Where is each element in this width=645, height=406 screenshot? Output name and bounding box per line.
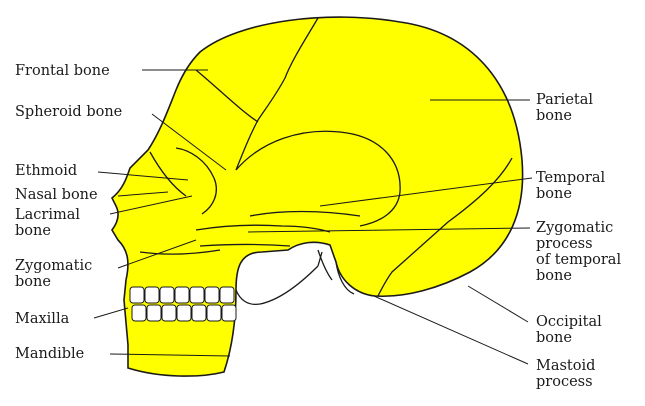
upper-tooth-4	[175, 287, 189, 303]
label-lacrimal-bone: Lacrimal bone	[15, 207, 80, 239]
label-zygomatic-bone-line-1: Zygomatic	[15, 258, 92, 274]
upper-tooth-3	[160, 287, 174, 303]
upper-tooth-7	[220, 287, 234, 303]
label-mandible: Mandible	[15, 346, 84, 362]
label-zygomatic-process-line-1: Zygomatic	[536, 220, 621, 236]
label-sphenoid-bone: Spheroid bone	[15, 104, 122, 120]
lower-tooth-5	[192, 305, 206, 321]
label-occipital-bone-line-2: bone	[536, 330, 602, 346]
upper-tooth-1	[130, 287, 144, 303]
label-maxilla: Maxilla	[15, 311, 69, 327]
label-mandible-line-1: Mandible	[15, 346, 84, 362]
label-mastoid-process: Mastoid process	[536, 358, 595, 390]
label-occipital-bone: Occipital bone	[536, 314, 602, 346]
label-zygomatic-process: Zygomatic process of temporal bone	[536, 220, 621, 284]
upper-teeth	[130, 287, 234, 303]
label-parietal-bone-line-1: Parietal	[536, 92, 593, 108]
label-temporal-bone-line-1: Temporal	[536, 170, 605, 186]
label-frontal-bone: Frontal bone	[15, 63, 110, 79]
label-nasal-bone-line-1: Nasal bone	[15, 187, 98, 203]
skull-silhouette	[112, 17, 523, 376]
leader-mastoid	[374, 296, 528, 364]
label-maxilla-line-1: Maxilla	[15, 311, 69, 327]
lower-tooth-7	[222, 305, 236, 321]
label-mastoid-process-line-1: Mastoid	[536, 358, 595, 374]
upper-tooth-6	[205, 287, 219, 303]
label-temporal-bone-line-2: bone	[536, 186, 605, 202]
label-parietal-bone-line-2: bone	[536, 108, 593, 124]
styloid-process	[318, 250, 332, 280]
lower-teeth	[132, 305, 236, 321]
lower-tooth-2	[147, 305, 161, 321]
label-nasal-bone: Nasal bone	[15, 187, 98, 203]
upper-tooth-2	[145, 287, 159, 303]
lower-tooth-3	[162, 305, 176, 321]
leader-maxilla	[94, 308, 128, 318]
label-zygomatic-process-line-3: of temporal	[536, 252, 621, 268]
label-lacrimal-bone-line-2: bone	[15, 223, 80, 239]
upper-tooth-5	[190, 287, 204, 303]
label-parietal-bone: Parietal bone	[536, 92, 593, 124]
leader-occipital	[468, 286, 528, 322]
label-temporal-bone: Temporal bone	[536, 170, 605, 202]
label-zygomatic-bone: Zygomatic bone	[15, 258, 92, 290]
label-zygomatic-process-line-2: process	[536, 236, 621, 252]
label-zygomatic-bone-line-2: bone	[15, 274, 92, 290]
label-ethmoid-line-1: Ethmoid	[15, 163, 77, 179]
lower-tooth-6	[207, 305, 221, 321]
label-sphenoid-bone-line-1: Spheroid bone	[15, 104, 122, 120]
lower-tooth-4	[177, 305, 191, 321]
label-ethmoid: Ethmoid	[15, 163, 77, 179]
label-zygomatic-process-line-4: bone	[536, 268, 621, 284]
label-occipital-bone-line-1: Occipital	[536, 314, 602, 330]
label-frontal-bone-line-1: Frontal bone	[15, 63, 110, 79]
lower-tooth-1	[132, 305, 146, 321]
label-lacrimal-bone-line-1: Lacrimal	[15, 207, 80, 223]
label-mastoid-process-line-2: process	[536, 374, 595, 390]
mandible-contour	[236, 266, 318, 304]
